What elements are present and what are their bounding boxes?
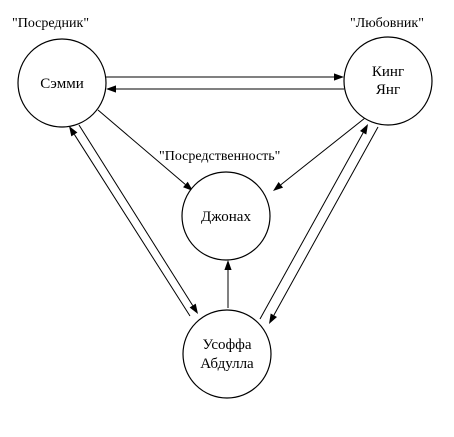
node-king-circle (343, 36, 433, 126)
edge-king-to-jonah-arrowhead (273, 181, 284, 191)
edge-sammy-to-usoffa (78, 124, 198, 314)
node-sammy-circle (17, 38, 107, 128)
edges-group (69, 73, 379, 324)
role-label-jonah: "Посредственность" (159, 149, 280, 164)
edge-sammy-to-usoffa-arrowhead (189, 303, 198, 314)
edge-sammy-to-jonah (97, 109, 193, 191)
edge-king-to-usoffa-line (273, 126, 379, 316)
node-usoffa-label-line2: Абдулла (200, 356, 254, 372)
edge-usoffa-to-sammy (69, 126, 191, 317)
role-label-sammy: "Посредник" (12, 16, 89, 31)
node-king: Кинг Янг (343, 36, 433, 126)
edge-usoffa-to-sammy-line (73, 134, 191, 317)
node-sammy: Сэмми (17, 38, 107, 128)
edge-sammy-to-jonah-arrowhead (183, 181, 193, 191)
node-usoffa-circle (182, 309, 272, 399)
edge-king-to-sammy (106, 85, 344, 93)
node-usoffa: Усоффа Абдулла (182, 309, 272, 399)
node-jonah: Джонах (181, 171, 271, 261)
edge-usoffa-to-king-line (259, 132, 364, 320)
edge-sammy-to-usoffa-line (78, 124, 194, 306)
edge-usoffa-to-sammy-arrowhead (69, 126, 78, 137)
edge-sammy-to-jonah-line (97, 109, 186, 185)
edge-usoffa-to-king-arrowhead (360, 124, 368, 135)
node-jonah-label: Джонах (201, 209, 251, 225)
edge-usoffa-to-jonah-arrowhead (224, 260, 232, 270)
edge-usoffa-to-jonah (224, 260, 232, 308)
node-king-label-line2: Янг (376, 82, 400, 98)
node-king-label-line1: Кинг (372, 64, 404, 80)
node-sammy-label: Сэмми (40, 76, 84, 92)
role-label-king: "Любовник" (350, 16, 424, 31)
edge-sammy-to-king (106, 73, 344, 81)
edge-king-to-usoffa-arrowhead (269, 313, 277, 324)
edge-king-to-jonah-line (280, 117, 366, 186)
edge-king-to-usoffa (269, 126, 379, 324)
node-usoffa-label-line1: Усоффа (203, 337, 252, 353)
edge-king-to-jonah (273, 117, 366, 191)
edge-sammy-to-king-arrowhead (334, 73, 344, 81)
node-jonah-circle (181, 171, 271, 261)
edge-usoffa-to-king (259, 124, 368, 320)
edge-king-to-sammy-arrowhead (106, 85, 116, 93)
